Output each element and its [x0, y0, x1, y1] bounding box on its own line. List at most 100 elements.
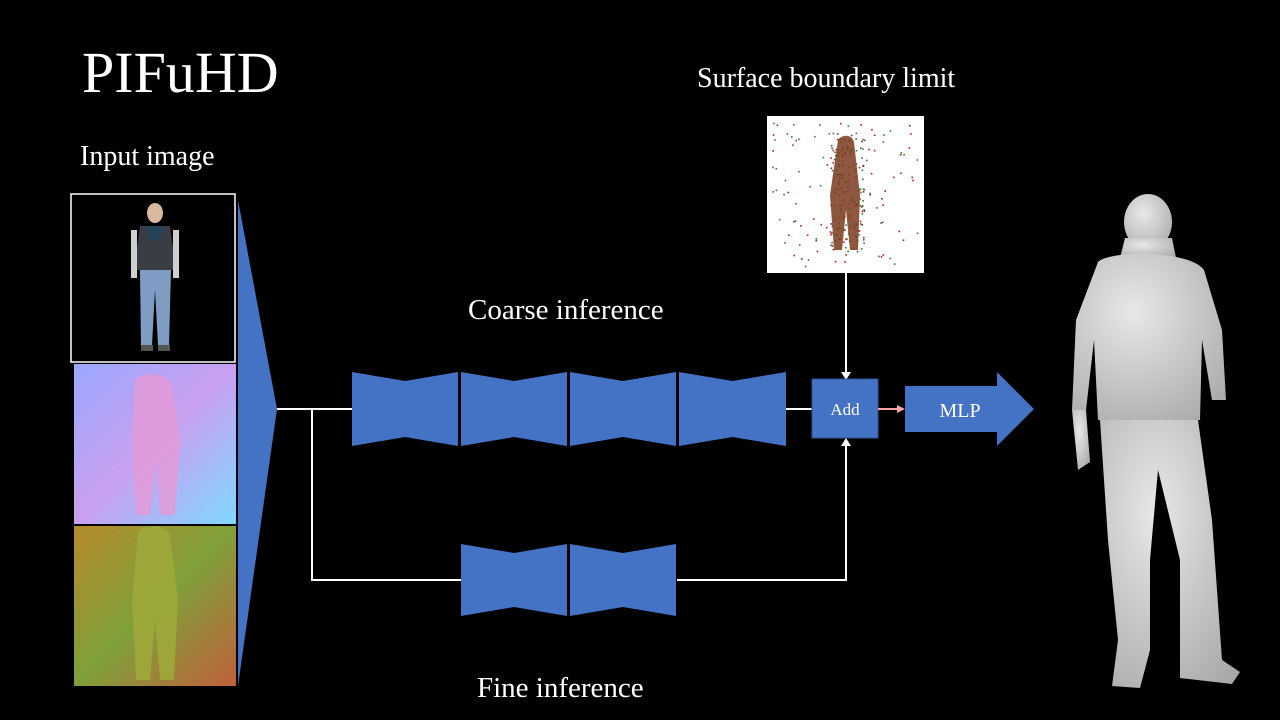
sample-point [794, 220, 797, 222]
sample-point [783, 193, 785, 196]
sample-point [772, 166, 774, 169]
sample-point [855, 132, 858, 135]
sample-point [845, 254, 847, 256]
sample-point [876, 207, 878, 209]
surface-boundary-image [767, 116, 924, 273]
sample-point [831, 241, 833, 244]
sample-point [884, 190, 886, 192]
sample-point [856, 251, 859, 253]
sample-point [858, 166, 861, 169]
sample-point [822, 156, 825, 159]
sample-point [878, 255, 880, 258]
sample-point [861, 213, 864, 215]
sample-point [832, 162, 834, 164]
sample-point [788, 234, 790, 237]
sample-point [830, 167, 833, 170]
sample-point [820, 223, 822, 226]
sample-point [831, 147, 833, 149]
arrow-head-up [841, 438, 851, 446]
sample-point [829, 231, 832, 233]
sample-point [869, 192, 871, 195]
sample-point [863, 236, 865, 239]
sample-point [862, 239, 865, 241]
sample-point [784, 179, 787, 182]
sample-point [795, 139, 798, 142]
sample-point [830, 244, 832, 247]
sample-point [814, 135, 816, 138]
sample-point [882, 204, 884, 206]
sample-point [807, 259, 810, 261]
sample-point [847, 125, 850, 127]
sample-point [916, 232, 919, 235]
sample-point [862, 188, 865, 190]
sample-point [792, 144, 794, 146]
sample-point [859, 223, 862, 225]
mlp-arrow [905, 372, 1034, 446]
sample-point [846, 238, 848, 240]
sample-point [806, 234, 809, 236]
sample-point [860, 248, 863, 250]
sample-point [859, 198, 861, 200]
mlp-label: MLP [939, 400, 980, 422]
sample-point [775, 189, 778, 192]
sample-point [844, 229, 846, 231]
sample-point [834, 151, 836, 153]
coarse-block-2 [461, 372, 567, 446]
sample-point [862, 138, 865, 141]
fine-inference-blocks [461, 544, 676, 616]
page-title: PIFuHD [82, 40, 279, 105]
sample-point [869, 194, 872, 196]
sample-point [880, 256, 883, 258]
sample-point [798, 244, 801, 246]
connector-lines [277, 273, 847, 581]
sample-point [787, 191, 789, 194]
sample-point [845, 224, 847, 226]
sample-point [898, 230, 901, 233]
sample-point [832, 132, 835, 135]
sample-point [873, 149, 876, 152]
fine-inference-label: Fine inference [477, 672, 644, 704]
sample-point [858, 230, 861, 232]
sample-point [774, 139, 776, 141]
sample-point [870, 172, 873, 175]
sample-point [834, 260, 837, 263]
coarse-inference-blocks [352, 372, 786, 446]
sample-point [883, 134, 885, 136]
sample-point [793, 123, 795, 126]
sample-point [855, 149, 858, 152]
sample-point [830, 157, 832, 159]
input-image-label: Input image [80, 141, 215, 172]
coarse-inference-label: Coarse inference [468, 294, 664, 326]
sample-point [835, 148, 838, 151]
sample-point [855, 163, 858, 165]
sample-point [784, 242, 786, 244]
sample-point [816, 250, 819, 253]
sample-point [793, 220, 795, 223]
sample-point [819, 124, 821, 126]
sample-point [828, 132, 831, 135]
sample-point [832, 149, 834, 152]
sample-point [776, 124, 779, 127]
sample-point [862, 200, 864, 202]
sample-point [899, 154, 902, 156]
sample-point [910, 133, 912, 135]
sample-point [859, 220, 862, 223]
sample-point [911, 176, 913, 179]
sample-point [860, 191, 862, 194]
sample-point [826, 164, 829, 166]
sample-point [862, 191, 865, 193]
sample-point [800, 225, 802, 227]
sample-point [832, 248, 835, 251]
sample-point [861, 140, 863, 143]
sample-point [839, 122, 842, 125]
sample-point [900, 152, 903, 154]
sample-point [843, 241, 845, 243]
sample-point [862, 164, 865, 167]
sample-point [903, 153, 905, 156]
sample-point [801, 258, 803, 260]
sample-point [830, 223, 832, 225]
sample-point [873, 134, 876, 137]
sample-point [831, 245, 834, 247]
sample-point [908, 147, 911, 149]
sample-point [798, 138, 800, 140]
